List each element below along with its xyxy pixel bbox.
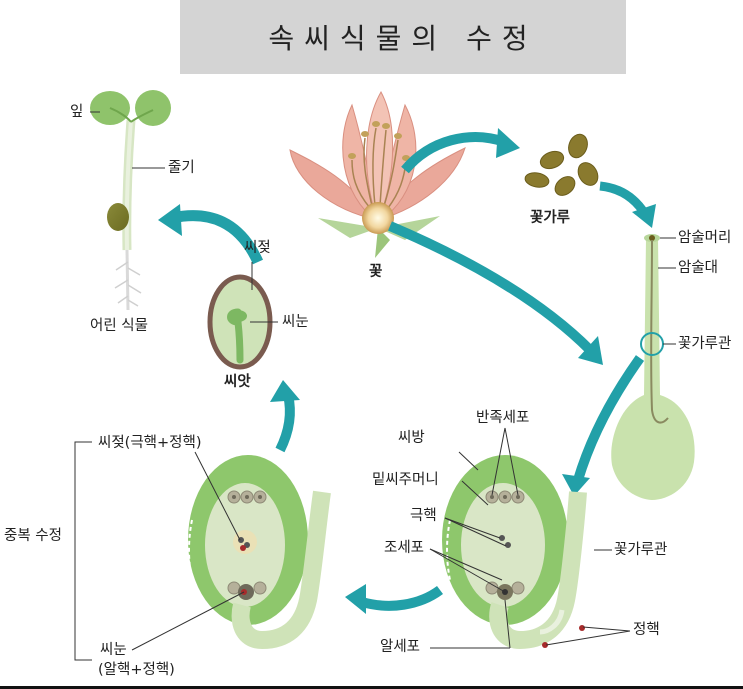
arrow-ovule-to-seed [275,393,295,453]
arrow-head [632,204,656,228]
arrow-head [496,128,520,158]
young-plant [90,90,171,311]
arrow-flower-to-pollen [401,132,507,174]
label-pollen-tube: 꽃가루관 [614,542,668,558]
label-antipodal: 반족세포 [476,410,530,426]
arrow-head [270,380,300,402]
label-pollen: 꽃가루 [530,210,571,226]
double-fertilization-bracket [74,441,92,661]
label-leaf: 잎 [70,104,84,120]
label-seed: 씨앗 [224,374,251,390]
arrow-pistil-to-ovule [573,355,645,482]
ovule-after [131,451,331,651]
page-title: 속씨식물의 수정 [268,22,538,55]
arrow-head [158,204,182,236]
arrow-head [578,336,603,365]
arrow-head [345,584,366,614]
label-embryo-note-1: 씨눈 [100,642,127,658]
title-bar: 속씨식물의 수정 [180,0,626,74]
label-stem: 줄기 [168,160,195,176]
label-pollen-tube-top: 꽃가루관 [678,336,732,352]
label-endosperm-note: 씨젖(극핵+정핵) [98,435,202,451]
arrow-head [562,474,590,496]
label-stigma: 암술머리 [678,230,732,246]
arrow-ovule-to-fertilized [360,585,443,611]
bottom-divider [0,686,743,689]
label-egg-cell: 알세포 [380,639,421,655]
pistil [611,234,695,500]
label-cotyledon: 씨젖 [244,240,271,256]
label-young-plant: 어린 식물 [90,318,148,334]
label-ovule: 밑씨주머니 [372,472,439,488]
arrow-pollen-to-pistil [599,181,649,217]
label-sperm: 정핵 [633,622,660,638]
label-ovary: 씨방 [398,430,425,446]
label-polar-nuclei: 극핵 [410,508,437,524]
arrow-seed-to-plant [170,210,264,265]
ovule-before [429,427,631,650]
arrow-flower-to-pistil [388,221,594,354]
label-embryo: 씨눈 [282,314,309,330]
label-double-fertilization: 중복 수정 [4,528,62,544]
pollen-grains [524,133,599,196]
flower [289,90,466,258]
label-embryo-note-2: (알핵+정핵) [98,662,175,678]
label-synergid: 조세포 [384,540,425,556]
label-flower: 꽃 [369,264,383,280]
seed [207,262,278,370]
label-style: 암술대 [678,260,719,276]
